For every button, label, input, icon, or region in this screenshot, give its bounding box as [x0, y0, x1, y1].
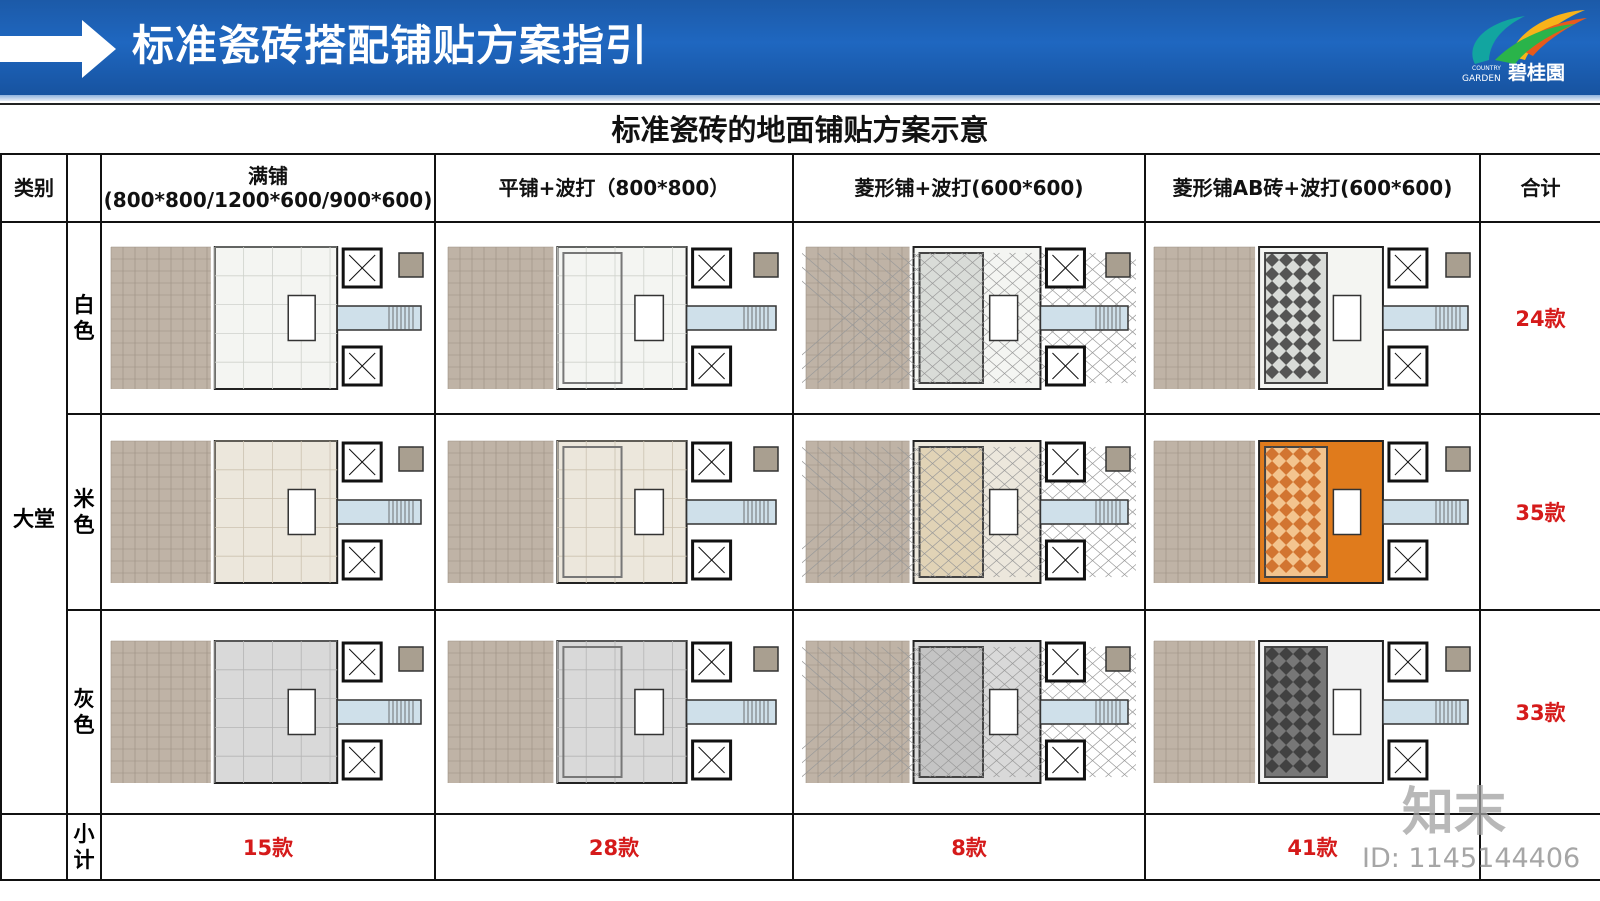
row-label-white: 白色 — [66, 221, 102, 415]
floor-plan-image — [447, 246, 779, 390]
tile-plan-table: 类别 满铺 (800*800/1200*600/900*600) 平铺+波打（8… — [0, 153, 1600, 881]
row-total-grey: 33款 — [1479, 609, 1600, 815]
header-col-flat: 平铺+波打（800*800） — [434, 153, 794, 223]
category-lobby: 大堂 — [0, 221, 68, 815]
row-label-grey: 灰色 — [66, 609, 102, 815]
plan-cell — [434, 221, 794, 415]
subtotal-label: 小计 — [66, 813, 102, 881]
subtotal-full: 15款 — [100, 813, 436, 881]
floor-plan-image — [802, 440, 1136, 584]
table-row: 大堂 白色 24款 — [0, 221, 1600, 815]
subtotal-diamond-ab: 41款 — [1144, 813, 1481, 881]
plan-cell — [792, 413, 1146, 611]
plan-cell — [100, 609, 436, 815]
plan-cell — [434, 413, 794, 611]
subtotal-row: 小计 15款 28款 8款 41款 — [0, 813, 1600, 881]
logo-text-cn: 碧桂園 — [1508, 62, 1566, 84]
header-category: 类别 — [0, 153, 68, 223]
plan-cell — [100, 413, 436, 611]
header-col-full-line1: 满铺 — [248, 164, 288, 188]
header-divider — [0, 95, 1600, 101]
plan-cell — [1144, 413, 1481, 611]
page-title: 标准瓷砖搭配铺贴方案指引 — [132, 21, 649, 70]
header-blank — [66, 153, 102, 223]
header-banner — [0, 0, 1600, 95]
floor-plan-image — [447, 640, 779, 784]
floor-plan-image — [802, 640, 1136, 784]
table-header-row: 类别 满铺 (800*800/1200*600/900*600) 平铺+波打（8… — [0, 153, 1600, 223]
floor-plan-image — [110, 440, 424, 584]
plan-cell — [1144, 609, 1481, 815]
plan-cell — [1144, 221, 1481, 415]
watermark-id: ID: 1145144406 — [1362, 843, 1581, 874]
floor-plan-image — [110, 246, 424, 390]
header-col-full: 满铺 (800*800/1200*600/900*600) — [100, 153, 436, 223]
plan-cell — [100, 221, 436, 415]
logo-text-en: COUNTRY GARDEN — [1462, 65, 1501, 84]
table-row: 灰色 33款 — [1, 609, 1600, 815]
floor-plan-image — [1153, 640, 1471, 784]
plan-cell — [792, 221, 1146, 415]
row-total-beige: 35款 — [1479, 413, 1600, 611]
header-total: 合计 — [1479, 153, 1600, 223]
subtotal-diamond: 8款 — [792, 813, 1146, 881]
floor-plan-image — [1153, 440, 1471, 584]
header-col-diamond-ab: 菱形铺AB砖+波打(600*600) — [1144, 153, 1481, 223]
floor-plan-image — [110, 640, 424, 784]
watermark-logo: 知末 — [1402, 783, 1507, 843]
subtotal-flat: 28款 — [434, 813, 794, 881]
header-col-full-line2: (800*800/1200*600/900*600) — [103, 188, 433, 212]
plan-cell — [792, 609, 1146, 815]
header-col-diamond: 菱形铺+波打(600*600) — [792, 153, 1146, 223]
arrow-icon — [0, 20, 116, 78]
floor-plan-image — [1153, 246, 1471, 390]
country-garden-logo — [1472, 10, 1587, 64]
table-row: 米色 35款 — [1, 413, 1600, 611]
subtotal-total-blank — [1479, 813, 1600, 881]
subtotal-blank — [0, 813, 68, 881]
row-label-beige: 米色 — [66, 413, 102, 611]
table-title: 标准瓷砖的地面铺贴方案示意 — [0, 103, 1600, 155]
floor-plan-image — [447, 440, 779, 584]
floor-plan-image — [802, 246, 1136, 390]
row-total-white: 24款 — [1479, 221, 1600, 415]
plan-cell — [434, 609, 794, 815]
